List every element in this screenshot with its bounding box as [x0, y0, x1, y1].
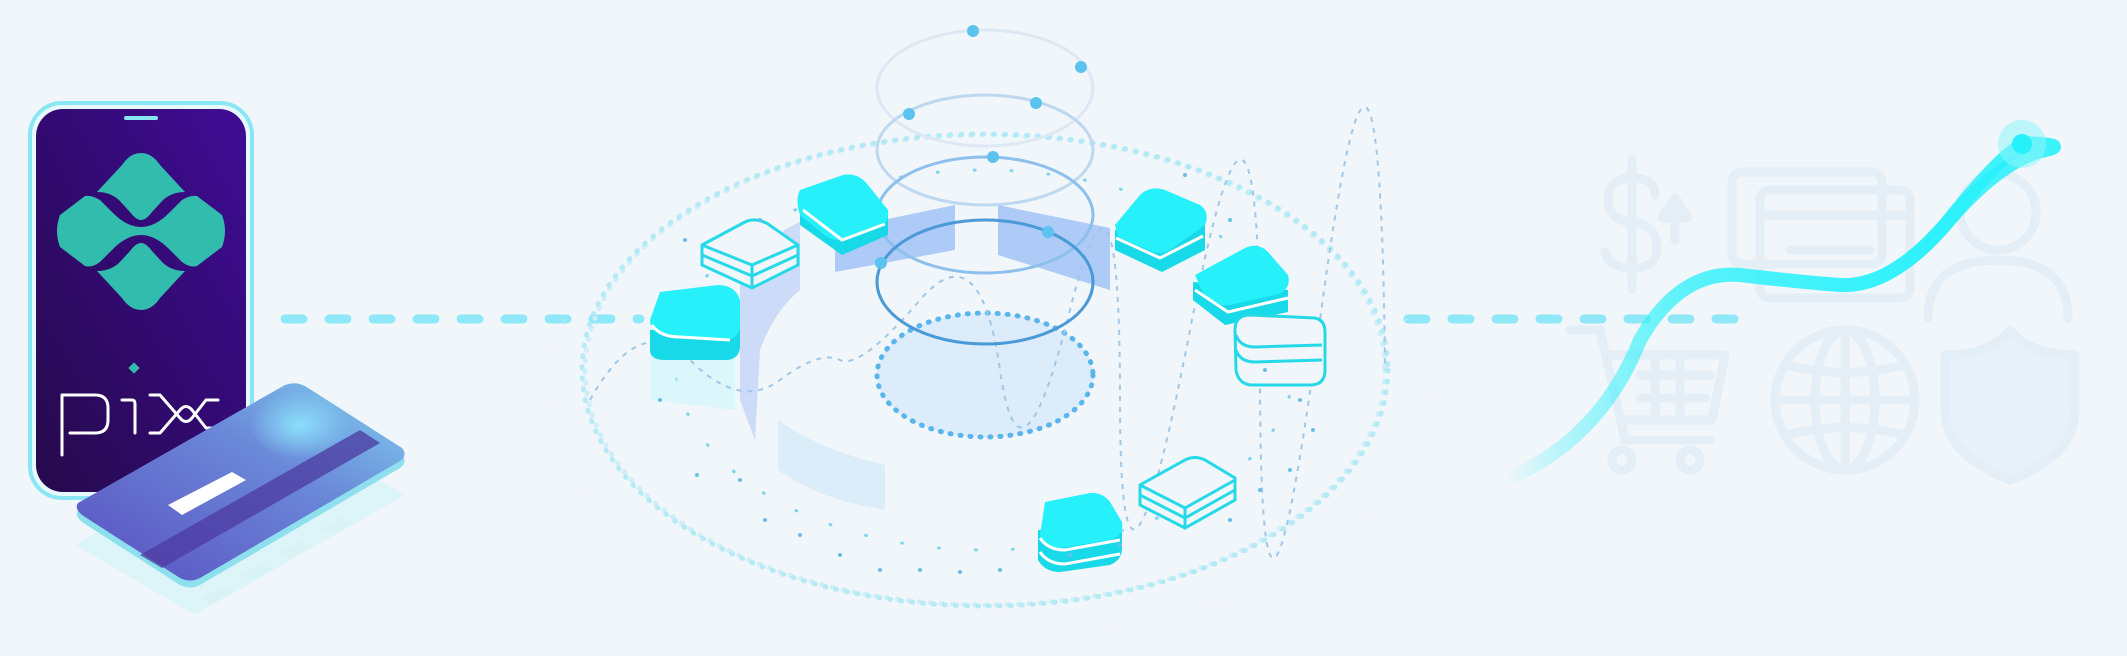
growth-curve: [1498, 120, 2061, 487]
pix-diamond-icon: [57, 153, 225, 310]
shield-icon: [1940, 325, 2080, 485]
block-solid-2: [650, 285, 740, 360]
phone-speaker: [124, 116, 158, 120]
card-shadow-marks: [200, 517, 352, 604]
dollar-up-icon: [1600, 155, 1693, 295]
block-outline-2: [1233, 313, 1327, 387]
center-disc: [874, 310, 1096, 440]
shopping-cart-icon: [1565, 325, 1730, 475]
block-solid-3: [1115, 188, 1207, 272]
pix-dot: [128, 362, 140, 374]
user-icon: [1923, 169, 2073, 323]
curve-end-dot: [2012, 134, 2032, 154]
card-signature-strip: [168, 472, 246, 515]
orbit-dots: [875, 25, 1087, 269]
wallet-card-icon: [1727, 167, 1915, 303]
block-solid-4: [1193, 245, 1289, 325]
block-solid-1: [797, 174, 889, 255]
phone: [28, 101, 254, 500]
wavy-path: [589, 105, 1386, 560]
background-icons: [1565, 155, 2080, 485]
block-solid-5: [1038, 492, 1123, 572]
credit-card-icon: [75, 383, 405, 615]
pix-wordmark: [60, 393, 220, 457]
scattered-dots: [658, 173, 1315, 574]
orbit-ellipses-stack: [875, 28, 1095, 346]
block-outline-3: [1138, 456, 1237, 530]
globe-icon: [1770, 325, 1920, 475]
block-outline-1: [700, 218, 800, 290]
